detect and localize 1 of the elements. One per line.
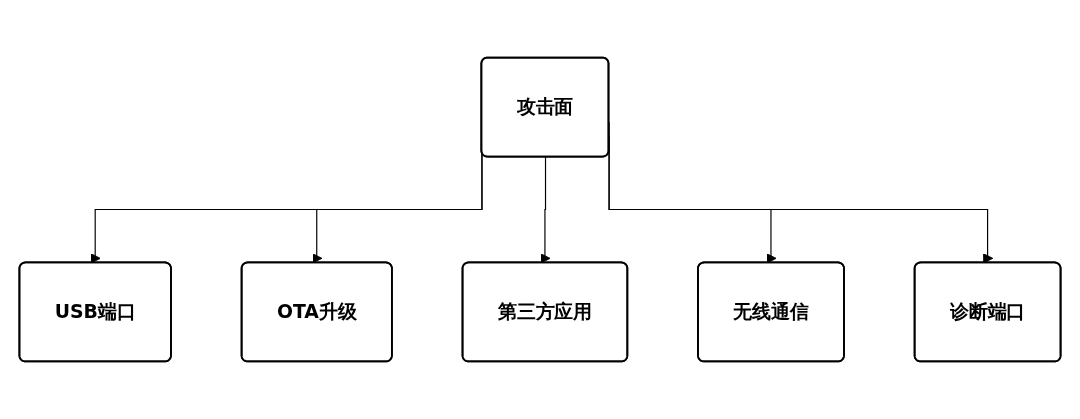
arrow <box>540 156 551 264</box>
